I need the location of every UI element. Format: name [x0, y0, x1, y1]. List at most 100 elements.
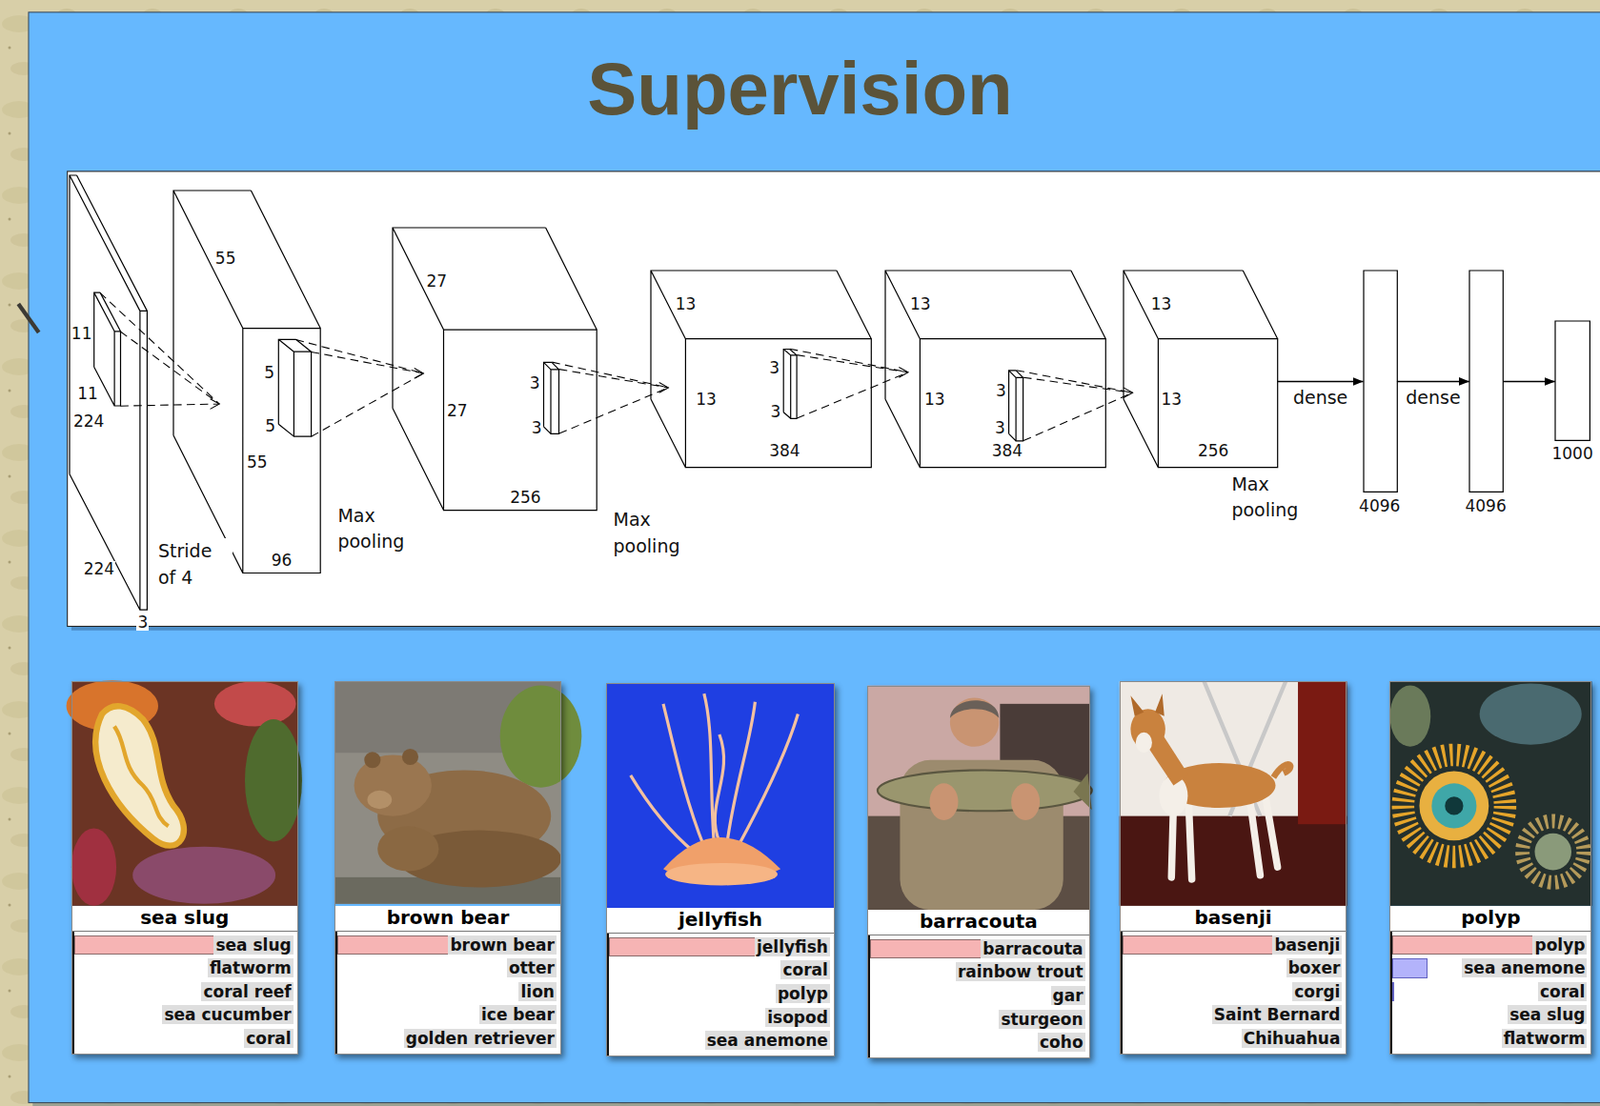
dog-face — [1135, 732, 1153, 753]
prediction-row: barracouta — [868, 937, 1089, 962]
dimension-number: 3 — [530, 420, 544, 437]
dimension-number: 13 — [1150, 296, 1174, 313]
photo-frame — [1390, 682, 1591, 907]
dimension-number: 3 — [136, 614, 149, 631]
prediction-list: basenjiboxercorgiSaint BernardChihuahua — [1120, 931, 1347, 1054]
prediction-list: jellyfishcoralpolypisopodsea anemone — [607, 932, 834, 1056]
slide-title: Supervision — [0, 48, 1600, 131]
true-label: brown bear — [335, 906, 561, 932]
prediction-row: golden retriever — [335, 1027, 561, 1052]
class-label: flatworm — [207, 958, 294, 978]
class-label: isopod — [765, 1008, 831, 1028]
layer-shape — [1123, 270, 1278, 468]
reef — [1479, 683, 1582, 745]
dense-layer: 4096 — [1363, 270, 1398, 492]
head — [950, 697, 999, 747]
layer-note: Max pooling — [337, 503, 428, 556]
class-label: brown bear — [447, 935, 557, 955]
conv-layer: 133133384 — [885, 270, 1106, 468]
class-label: coral — [1538, 982, 1587, 1002]
true-label: sea slug — [72, 906, 298, 932]
polyp-photo — [1389, 681, 1592, 907]
prediction-row: sea anemone — [1390, 956, 1591, 981]
prediction-row: coho — [868, 1031, 1089, 1055]
prediction-row: ice bear — [335, 1003, 561, 1028]
polyp-disc — [1534, 833, 1572, 871]
tentacle — [630, 775, 694, 852]
dimension-number: 5 — [263, 364, 276, 382]
class-label: lion — [518, 982, 556, 1002]
conv-layer: 11112242243 — [69, 175, 147, 610]
probability-bar — [1392, 958, 1428, 979]
brown-bear-photo — [334, 681, 582, 904]
chevron — [414, 368, 425, 380]
prediction-row: brown bear — [335, 933, 561, 958]
polyp-ring — [1418, 771, 1489, 842]
drape — [1297, 681, 1347, 825]
layer-note: Max pooling — [1231, 471, 1322, 525]
chevron — [898, 366, 909, 378]
dimension-number: 224 — [72, 413, 105, 430]
dashed-projection — [1016, 370, 1134, 442]
prediction-row: rainbow trout — [868, 960, 1089, 985]
photo-frame — [607, 684, 834, 909]
prediction-list: polyp sea anemone coralsea slugflatworm — [1390, 931, 1591, 1054]
prediction-row: basenji — [1120, 933, 1347, 958]
dimension-number: 3 — [528, 375, 542, 392]
layer-outline — [392, 227, 597, 511]
layer-shape — [1469, 270, 1503, 492]
prediction-row: sea slug — [72, 933, 298, 958]
polyp-disc — [1431, 783, 1477, 829]
dimension-number: 55 — [214, 250, 238, 267]
class-label: barracouta — [980, 939, 1085, 959]
reef — [1389, 686, 1431, 748]
bear-ear — [364, 751, 381, 769]
prediction-list: brown bearotterlionice beargolden retrie… — [335, 931, 561, 1054]
true-label: jellyfish — [607, 908, 834, 933]
class-label: flatworm — [1501, 1029, 1588, 1049]
dashed-projection — [296, 340, 425, 438]
bear-snout — [366, 790, 392, 810]
true-label: polyp — [1390, 906, 1591, 932]
dense-layer: 1000 — [1555, 321, 1590, 441]
dimension-number: 13 — [694, 391, 718, 408]
slug-pattern — [114, 726, 169, 827]
prediction-row: otter — [335, 956, 561, 981]
prediction-card: basenjibasenjiboxercorgiSaint BernardChi… — [1119, 681, 1348, 1054]
layer-note: Max pooling — [613, 506, 705, 560]
class-label: polyp — [1532, 935, 1587, 955]
prediction-row: sea cucumber — [72, 1003, 298, 1028]
dimension-number: 384 — [768, 443, 801, 460]
class-label: sea anemone — [1461, 958, 1587, 978]
class-label: gar — [1051, 986, 1086, 1006]
layer-shape — [173, 190, 321, 574]
bear-ear — [402, 749, 419, 766]
hand — [1011, 783, 1040, 821]
wall — [1119, 681, 1348, 907]
layer-arrow — [1502, 381, 1556, 383]
chevron — [210, 399, 221, 410]
prediction-row: sea slug — [1390, 1003, 1591, 1028]
photo-frame — [868, 687, 1089, 912]
layer-outline — [1123, 270, 1278, 468]
photo-frame — [72, 682, 298, 907]
layer-shape — [1363, 270, 1398, 492]
coral — [132, 847, 276, 905]
hand — [929, 783, 958, 821]
basenji-photo — [1119, 681, 1348, 907]
class-label: coho — [1037, 1032, 1086, 1053]
class-label: jellyfish — [754, 937, 831, 957]
dimension-number: 3 — [769, 404, 782, 421]
prediction-row: corgi — [1120, 980, 1347, 1005]
dimension-number: 384 — [991, 443, 1024, 460]
tentacle — [663, 704, 705, 848]
layer-note: Stride of 4 — [158, 538, 233, 591]
dimension-number: 3 — [768, 360, 781, 377]
dimension-number: 55 — [245, 454, 269, 471]
dimension-number: 224 — [82, 561, 116, 578]
projection-heads — [210, 366, 1134, 409]
leg — [1265, 795, 1278, 868]
prediction-row: sturgeon — [868, 1008, 1089, 1033]
layer-outline — [1469, 270, 1503, 492]
